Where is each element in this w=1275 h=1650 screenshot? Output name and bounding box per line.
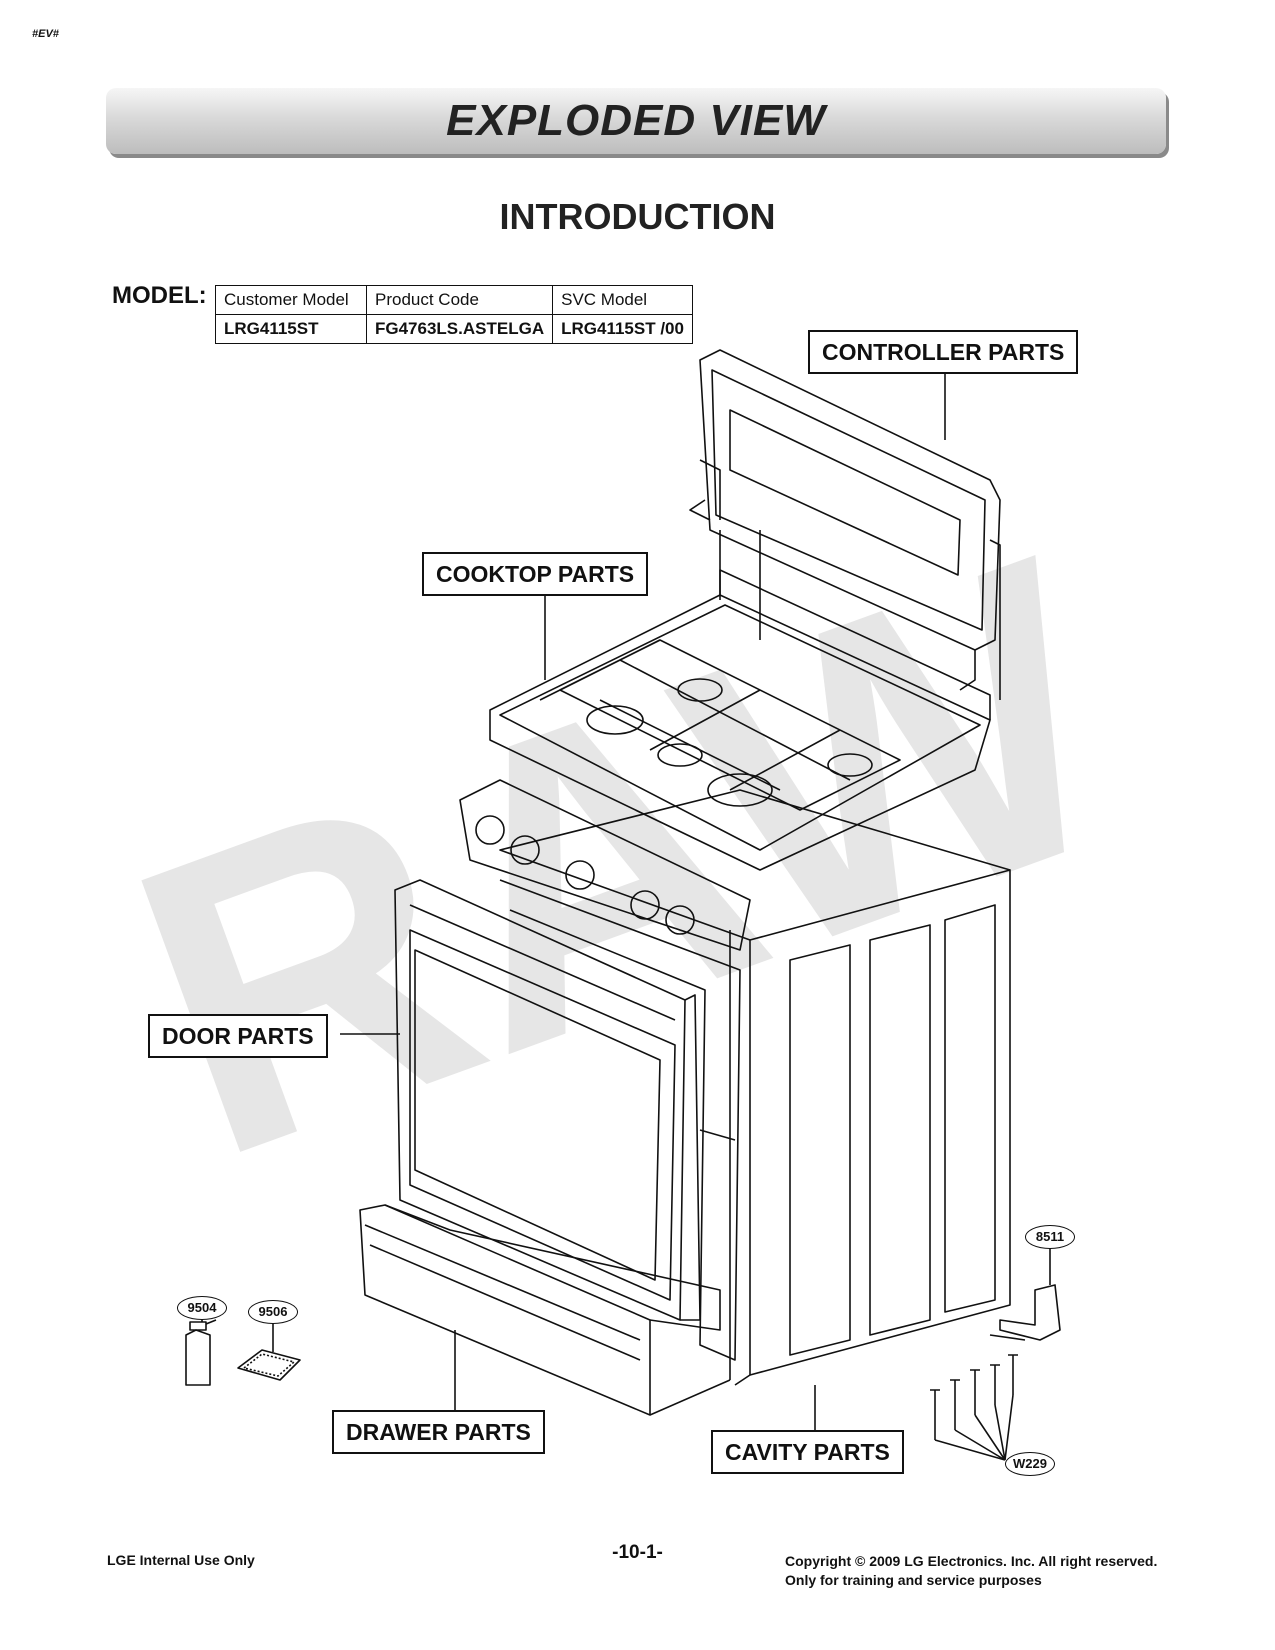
screws [930, 1354, 1018, 1461]
oven-door [394, 879, 701, 1321]
door-parts-label[interactable]: DOOR PARTS [148, 1014, 328, 1058]
part-9506: 9506 [248, 1300, 298, 1324]
value-product-code: FG4763LS.ASTELGA [365, 314, 554, 344]
cooktop-grates [489, 569, 991, 871]
cleaning-pad [237, 1349, 301, 1381]
copyright-line: Copyright © 2009 LG Electronics. Inc. Al… [785, 1553, 1158, 1569]
controller-parts-label[interactable]: CONTROLLER PARTS [808, 330, 1079, 374]
model-label: MODEL: [112, 282, 207, 309]
page-number: -10-1- [612, 1542, 663, 1563]
cavity-parts-label[interactable]: CAVITY PARTS [711, 1430, 904, 1474]
model-table: Customer Model Product Code SVC Model LR… [215, 285, 693, 344]
training-line: Only for training and service purposes [785, 1572, 1042, 1588]
anti-tip-bracket [989, 1284, 1061, 1341]
footer-copyright: Copyright © 2009 LG Electronics. Inc. Al… [785, 1552, 1157, 1590]
header-customer-model: Customer Model [215, 285, 367, 315]
cooktop-parts-label[interactable]: COOKTOP PARTS [422, 552, 649, 596]
knob-manifold [459, 779, 751, 951]
section-title: INTRODUCTION [499, 196, 776, 237]
part-9504: 9504 [177, 1296, 227, 1320]
storage-drawer [359, 1204, 731, 1416]
range-body [499, 789, 1011, 1386]
footer-internal-use: LGE Internal Use Only [107, 1552, 255, 1568]
value-svc-model: LRG4115ST /00 [552, 314, 693, 344]
part-w229: W229 [1005, 1452, 1055, 1476]
header-tag: #EV# [32, 28, 59, 40]
oven-cavity-interior [499, 879, 741, 1361]
spray-bottle [185, 1319, 217, 1386]
part-8511: 8511 [1025, 1225, 1075, 1249]
value-customer-model: LRG4115ST [215, 314, 367, 344]
leader-lines [201, 372, 1051, 1430]
banner-title: EXPLODED VIEW [446, 96, 826, 145]
model-header-row: Customer Model Product Code SVC Model [215, 285, 693, 315]
title-banner: EXPLODED VIEW [106, 88, 1166, 154]
header-product-code: Product Code [365, 285, 554, 315]
drawer-parts-label[interactable]: DRAWER PARTS [332, 1410, 545, 1454]
model-value-row: LRG4115ST FG4763LS.ASTELGA LRG4115ST /00 [215, 314, 693, 344]
